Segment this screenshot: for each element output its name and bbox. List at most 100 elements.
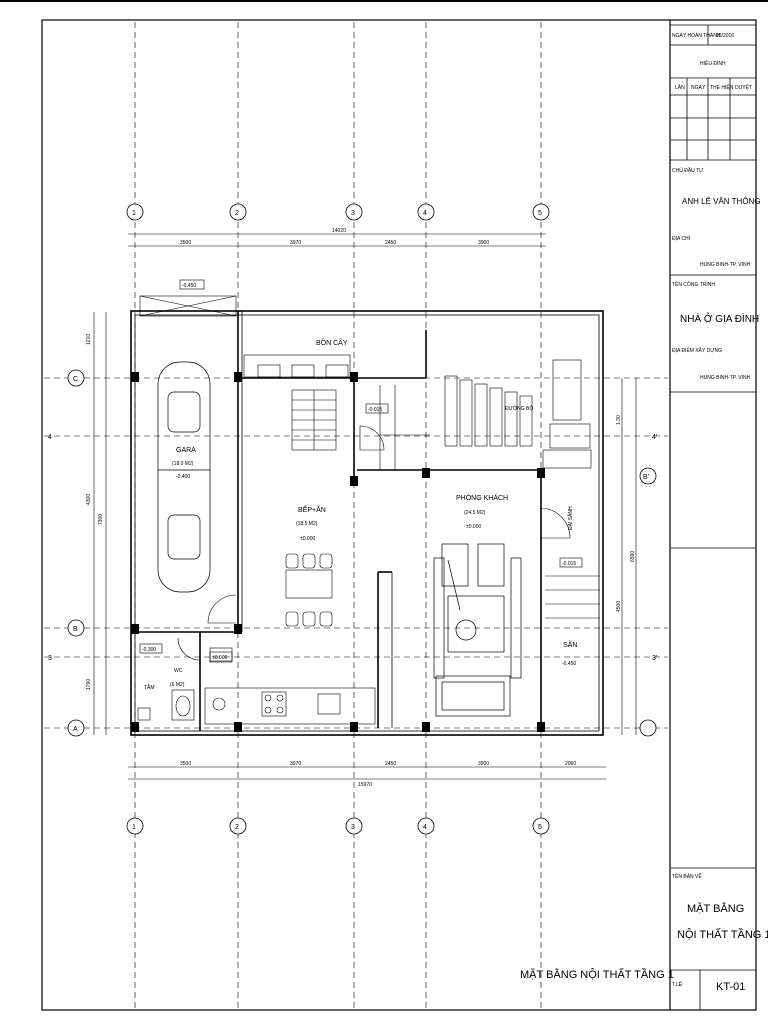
entrance-door-swing (539, 507, 571, 539)
dim-top-total: 14020 (332, 228, 346, 234)
axis-b: B (73, 626, 78, 633)
dim-bottom-2: 3970 (290, 761, 301, 767)
dim-top-1: 3500 (180, 240, 191, 246)
drawing-title-line2: NỘI THẤT TẦNG 1 (677, 928, 768, 941)
axis-2-bottom: 2 (235, 824, 239, 831)
walls (130, 310, 604, 736)
dim-right-2: 4500 (616, 601, 622, 612)
room-gara-area: (18.0 M2) (172, 461, 194, 467)
room-tam: TẮM (144, 683, 155, 691)
structural-columns (131, 372, 545, 732)
room-phong-khach-level: ±0.000 (466, 524, 481, 530)
dim-left-2: 4300 (86, 494, 92, 505)
section-3-left: 3 (48, 655, 52, 662)
axis-5-top: 5 (538, 210, 542, 217)
section-4-right: 4' (652, 434, 657, 441)
porch-steps (545, 575, 600, 619)
dim-bottom-total: 15970 (358, 782, 372, 788)
planter-box (243, 354, 351, 378)
level-stair: -0.015 (368, 407, 382, 413)
owner-name: ANH LÊ VĂN THÔNG (682, 197, 761, 206)
room-bep-area: (18.5 M2) (296, 521, 318, 527)
room-bep: BẾP+ĂN (298, 504, 326, 514)
dim-top-3: 2450 (385, 240, 396, 246)
kitchen-counter (204, 687, 376, 725)
axis-3-top: 3 (351, 210, 355, 217)
site-value: HUNG BINH-TP. VINH (700, 375, 751, 381)
dim-bottom-1: 3500 (180, 761, 191, 767)
axis-c: C (73, 376, 78, 383)
rev-col-4: DUYỆT (735, 83, 752, 91)
address-label: ĐỊA CHỈ (672, 235, 691, 242)
axis-a: A (73, 726, 78, 733)
date-label: NGÀY HOÀN THÀNH (672, 32, 721, 39)
room-bon-cay: BỒN CÂY (316, 337, 348, 347)
living-room-furniture (433, 543, 522, 717)
room-bep-level: ±0.000 (300, 536, 315, 542)
wc-fixtures (137, 637, 233, 721)
room-dai-sanh: ĐẠI SẢNH (567, 506, 574, 530)
sheet-code: KT-01 (716, 981, 745, 993)
room-gara-level: -0.400 (176, 474, 190, 480)
dim-bottom-3: 2450 (385, 761, 396, 767)
room-san-level: -0.450 (562, 661, 576, 667)
room-san: SÂN (563, 640, 577, 649)
grid-lines (44, 22, 668, 1008)
garage-gate (139, 295, 237, 317)
section-3-right: 3' (652, 655, 657, 662)
car-icon (157, 361, 211, 593)
dim-bottom-5: 2060 (565, 761, 576, 767)
rev-col-3: THỂ HIỆN (710, 83, 734, 91)
staircase (291, 385, 430, 470)
title-block (670, 24, 756, 1010)
dining-table (285, 553, 333, 627)
stair-door-swing (359, 425, 385, 451)
level-markers (139, 279, 583, 662)
axis-4-top: 4 (423, 210, 427, 217)
revision-label: HIỆU ĐÍNH (700, 59, 726, 67)
axis-1-bottom: 1 (132, 824, 136, 831)
dim-bottom-4: 3900 (478, 761, 489, 767)
dim-left-1: 1210 (86, 334, 92, 345)
dim-top-4: 3900 (478, 240, 489, 246)
dim-left-total: 7300 (98, 514, 104, 525)
room-gara: GARA (176, 447, 196, 454)
project-name: NHÀ Ở GIA ĐÌNH (680, 312, 759, 325)
level-gate: -0.450 (182, 283, 196, 289)
room-duong-bo: ĐƯỜNG BỘ (505, 405, 533, 412)
dimension-lines (93, 233, 637, 780)
axis-2-top: 2 (235, 210, 239, 217)
rev-col-1: LẦN (675, 84, 685, 91)
axis-3-bottom: 3 (351, 824, 355, 831)
walkway-steps (444, 359, 592, 469)
axis-b-prime: B' (643, 474, 649, 481)
sheet-scale-label: T.LỆ: (672, 980, 683, 988)
dim-top-2: 3970 (290, 240, 301, 246)
site-label: ĐỊA ĐIỂM XÂY DỰNG (672, 347, 722, 354)
date-value: 05/2016 (716, 33, 734, 39)
axis-bubbles (67, 203, 657, 835)
level-bath: -0.300 (142, 647, 156, 653)
room-wc: WC (174, 668, 183, 674)
room-wc-area: (6 M2) (170, 682, 185, 688)
plan-caption: MẶT BẰNG NỘI THẤT TẦNG 1 (520, 968, 674, 981)
section-4-left: 4 (48, 434, 52, 441)
room-phong-khach-area: (24.5 M2) (464, 510, 486, 516)
axis-4-bottom: 4 (423, 824, 427, 831)
drawing-label: TÊN BẢN VẼ (672, 872, 702, 880)
dim-right-1: 1.30 (616, 415, 622, 425)
dim-left-3: 1790 (86, 679, 92, 690)
owner-label: CHỦ ĐẦU TƯ (672, 167, 704, 174)
address-value: HUNG BINH-TP. VINH (700, 262, 751, 268)
axis-1-top: 1 (132, 210, 136, 217)
sheet-border (41, 19, 757, 1011)
level-entrance: -0.015 (562, 561, 576, 567)
rev-col-2: NGÀY (691, 84, 706, 91)
room-phong-khach: PHÒNG KHÁCH (456, 493, 508, 502)
level-wc: ±0.000 (212, 655, 227, 661)
dim-right-total: 6590 (630, 551, 636, 562)
garage-door-swing (207, 594, 237, 624)
axis-5-bottom: 5 (538, 824, 542, 831)
project-label: TÊN CÔNG TRÌNH (672, 280, 715, 288)
